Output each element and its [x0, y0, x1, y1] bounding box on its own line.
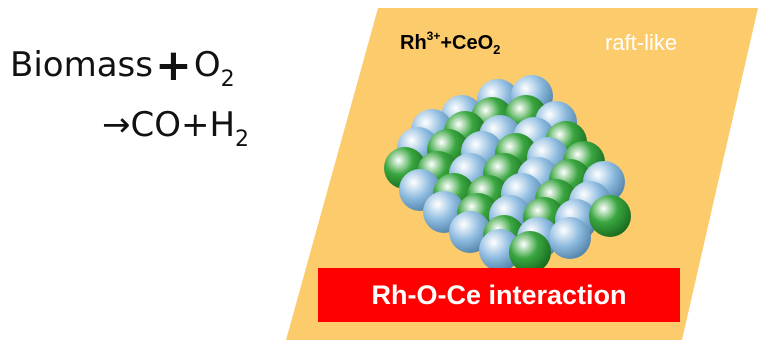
rh-symbol: Rh [400, 32, 427, 54]
hydrogen-subscript: 2 [235, 127, 250, 152]
morphology-label: raft-like [605, 30, 678, 55]
blue-atom [479, 229, 521, 271]
green-atom [589, 195, 631, 237]
interaction-banner: Rh-O-Ce interaction [318, 268, 680, 322]
equation-line-reactants: Biomass+O2 [10, 40, 235, 91]
plus-sign: + [154, 40, 192, 91]
green-atom [509, 231, 551, 273]
interaction-label: Rh-O-Ce interaction [371, 279, 627, 310]
ceria-subscript: 2 [493, 42, 501, 57]
products-syngas: →CO+H [102, 105, 236, 145]
catalyst-composition-label: Rh3++CeO2 [400, 29, 501, 57]
rh-charge: 3+ [426, 29, 441, 43]
ceria-symbol: +CeO [440, 32, 494, 54]
oxidant-oxygen: O [193, 45, 221, 85]
rh-atom-cluster [384, 75, 631, 273]
equation-line-products: →CO+H2 [102, 105, 249, 151]
blue-atom [549, 217, 591, 259]
oxygen-subscript: 2 [220, 67, 235, 92]
reactant-biomass: Biomass [10, 45, 153, 85]
